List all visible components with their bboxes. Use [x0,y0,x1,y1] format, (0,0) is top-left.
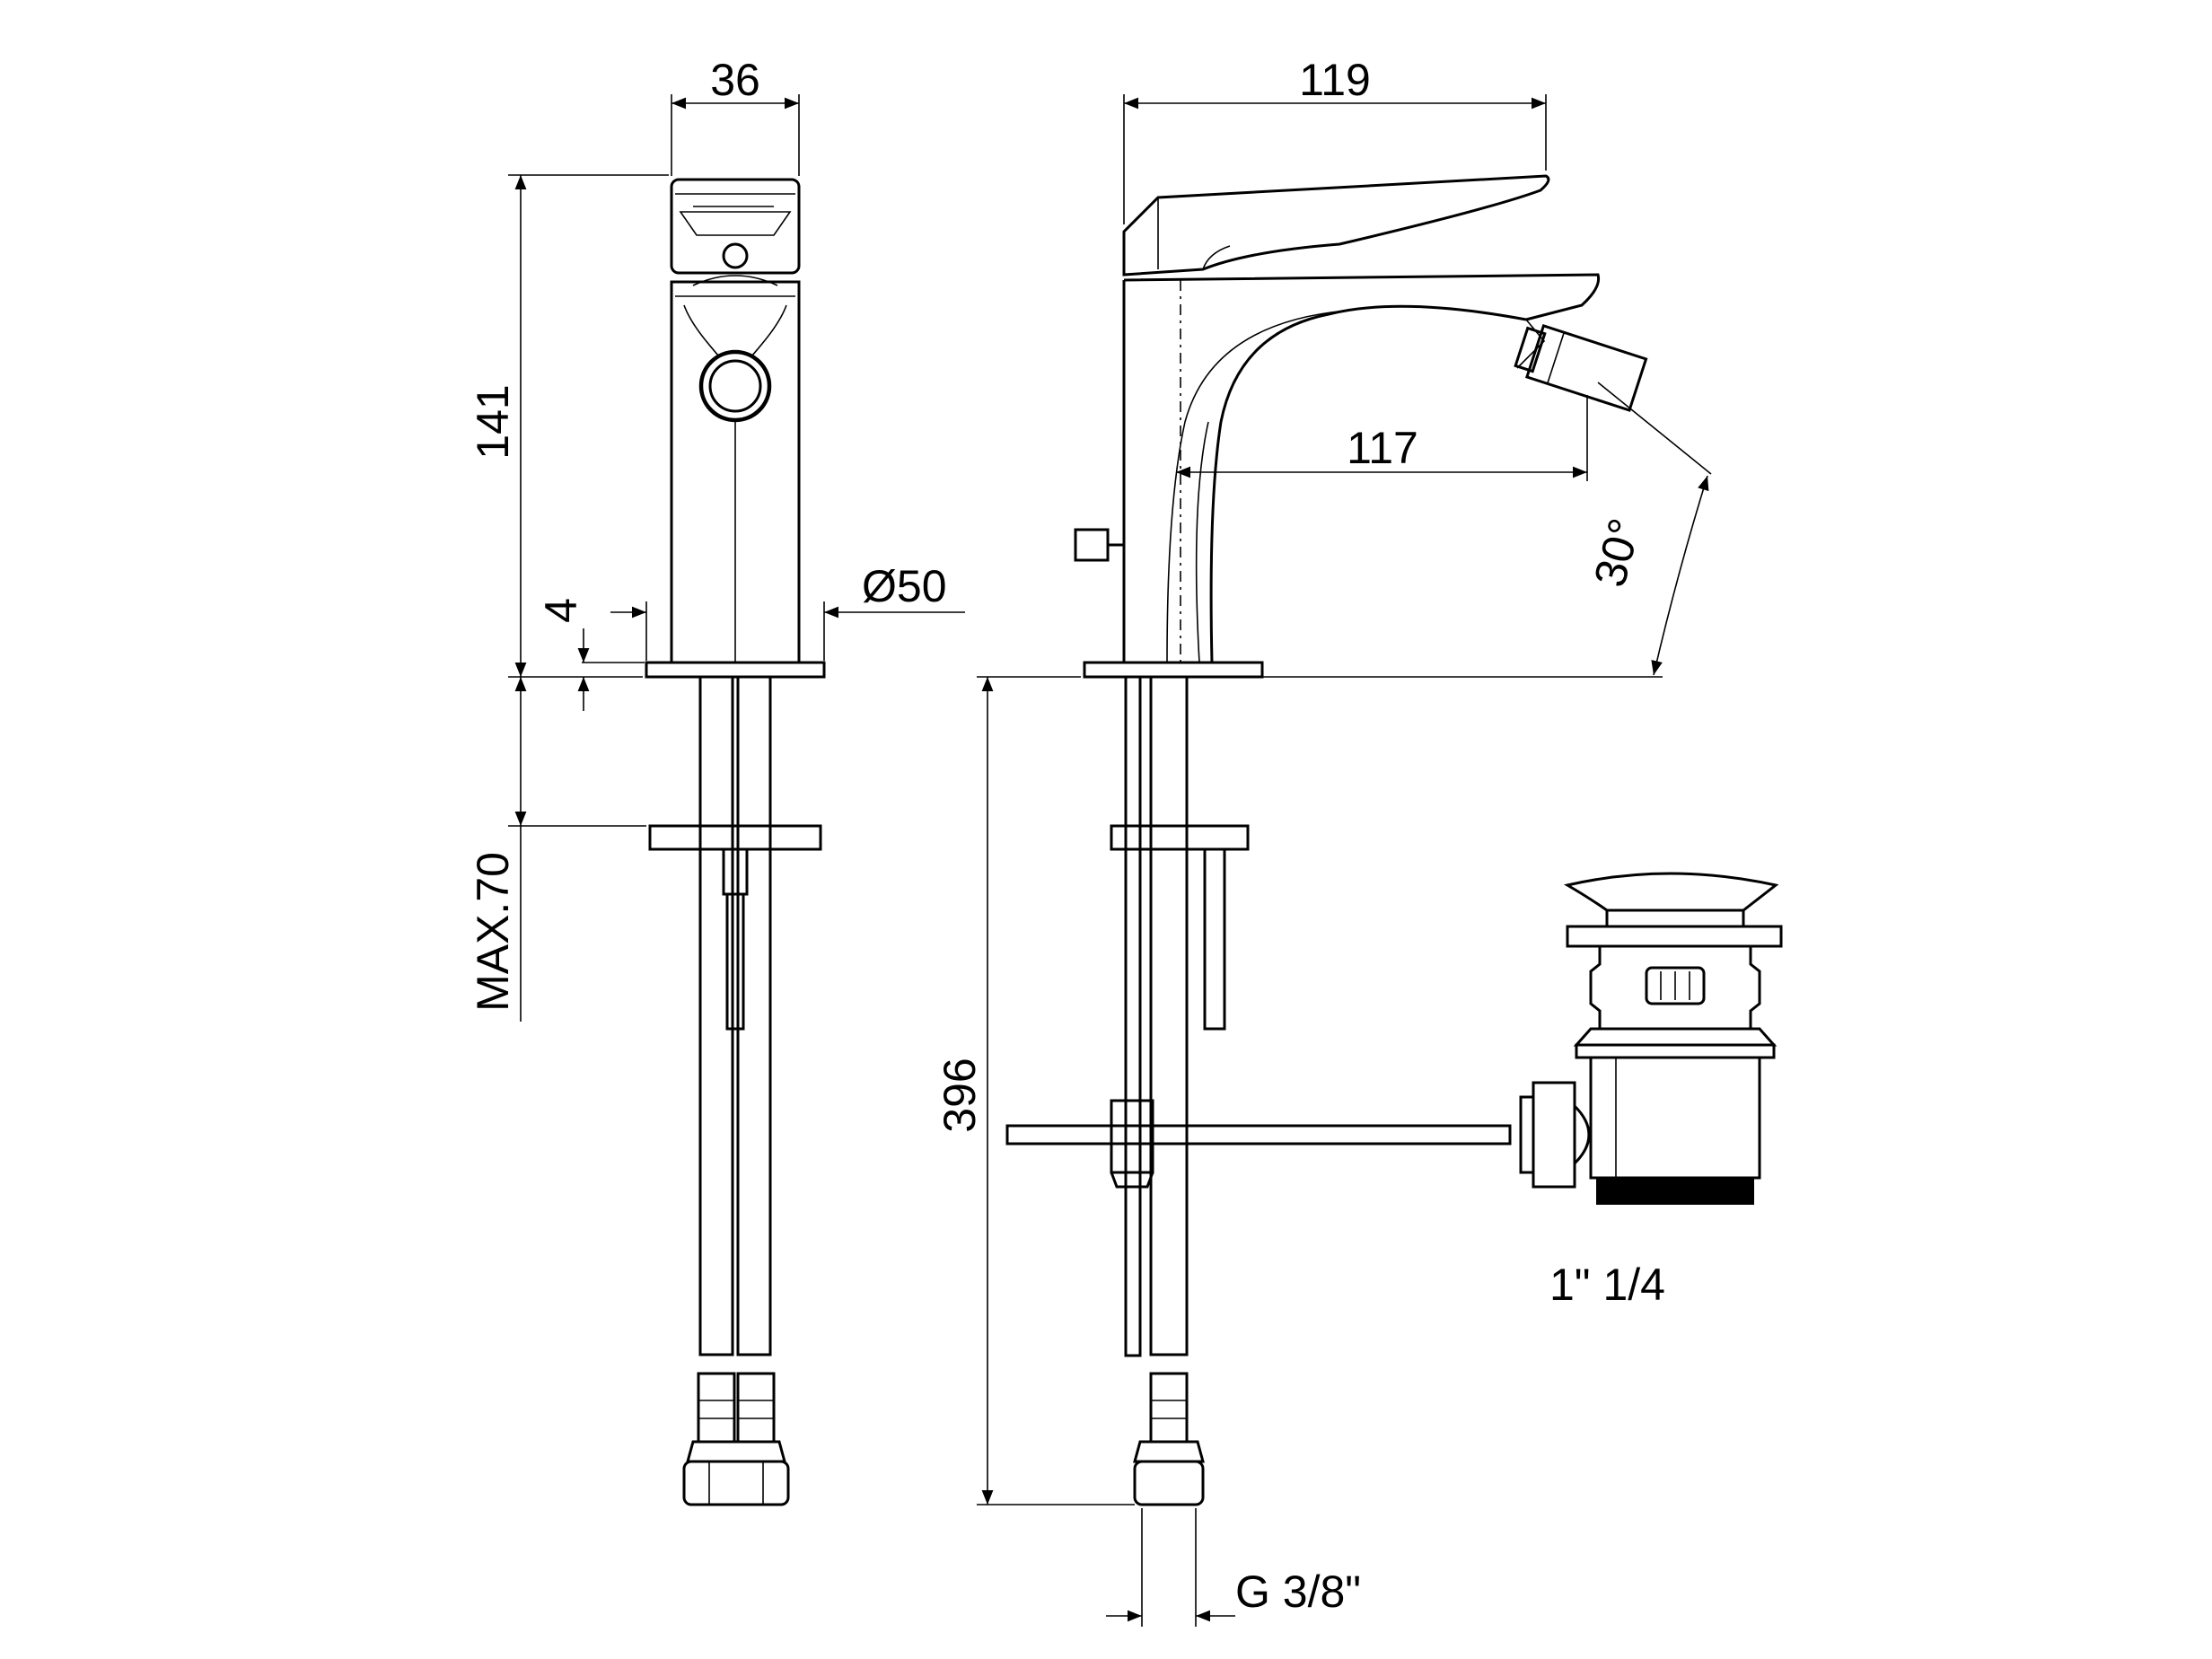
dim-119: 119 [1123,55,1547,224]
dim-36: 36 [671,55,800,176]
side-hoses [1124,675,1226,1357]
dim-max-70: MAX.70 [468,677,646,1022]
dim-angle-30: 30° [1262,382,1712,678]
side-body [1074,273,1648,663]
front-body [670,275,801,664]
dim-117-label: 117 [1347,423,1418,473]
dim-g-3-8-label: G 3/8" [1235,1567,1361,1617]
front-base-plate [645,661,826,679]
dim-396-label: 396 [935,1058,985,1132]
front-hose-fittings [682,1372,790,1506]
side-mount-bracket [1110,824,1250,851]
dim-max-70-label: MAX.70 [468,852,518,1012]
side-view: 119 117 30° 396 G 3/8" [935,55,1712,1627]
dim-angle-30-label: 30° [1584,514,1651,592]
front-hoses [698,675,772,1356]
dim-117: 117 [1176,395,1588,481]
side-popup-rod [1005,1099,1512,1189]
dim-g-3-8: G 3/8" [1106,1508,1361,1627]
dim-119-label: 119 [1299,55,1371,105]
front-mount-bracket [648,824,822,1031]
dim-141: 141 [468,174,669,678]
dim-141-label: 141 [468,384,518,459]
side-lever [1122,174,1550,276]
side-hose-fitting [1133,1372,1205,1506]
dim-4-label: 4 [536,598,586,623]
dim-4: 4 [536,598,645,711]
dim-diameter-50-label: Ø50 [862,561,947,611]
dim-36-label: 36 [710,55,760,105]
dim-396: 396 [935,676,1135,1505]
front-view: 36 141 4 Ø50 MAX.70 [468,55,965,1506]
side-nozzle [1514,323,1648,412]
waste-valve: 1" 1/4 [1519,872,1783,1310]
front-lever [670,178,801,275]
waste-thread-label: 1" 1/4 [1549,1260,1665,1310]
side-base-plate [1083,661,1264,679]
dim-diameter-50: Ø50 [610,561,965,661]
